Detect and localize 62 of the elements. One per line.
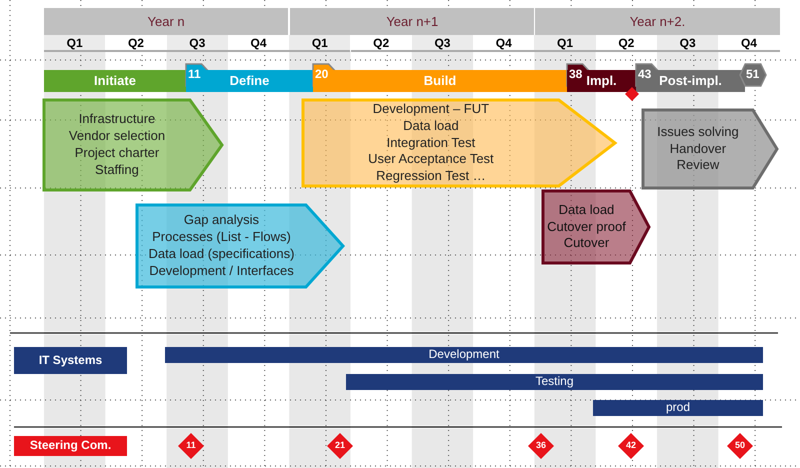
activity-text: Cutover proof [547,218,626,236]
quarter-label: Q3 [166,35,228,52]
milestone-number: 38 [569,67,582,83]
quarter-label: Q3 [412,35,474,52]
milestone-number: 11 [186,440,196,452]
milestone-diamond [528,433,554,459]
activity-text: Review [676,157,720,174]
activity-panel [303,100,615,186]
activity-text: Regression Test … [376,168,486,186]
activity-text: Cutover [564,235,610,252]
quarter-label: Q1 [534,35,596,52]
year-header: Year n [44,8,288,35]
milestone-diamond [327,433,353,459]
quarter-label: Q4 [473,35,534,52]
activity-text: Data load [558,202,614,219]
timeline-bar: prod [593,400,763,416]
milestone-number: 43 [638,67,652,83]
quarter-label: Q2 [350,35,412,52]
milestone-diamond [625,87,639,101]
milestone-number: 21 [334,440,345,452]
milestone-number: 36 [536,440,546,452]
activity-panel [643,110,777,188]
activity-text: User Acceptance Test [368,151,494,168]
activity-text: Project charter [74,145,160,162]
row-label: IT Systems [14,347,127,374]
milestone-diamond [178,433,204,459]
row-label: Steering Com. [14,436,127,456]
quarter-label: Q4 [718,35,780,52]
milestone-diamond [727,433,753,459]
activity-text: Issues solving [657,124,739,141]
milestone-number: 51 [746,67,760,83]
year-header: Year n+1 [290,8,534,35]
milestone-number: 50 [734,440,745,452]
activity-text: Development – FUT [372,100,490,118]
quarter-label: Q1 [44,35,106,52]
activity-text: Handover [670,140,726,158]
activity-text: Staffing [95,162,139,179]
activity-text: Vendor selection [68,128,166,145]
activity-text: Processes (List - Flows) [152,229,291,246]
quarter-label: Q2 [105,35,167,52]
activity-panel [44,100,222,190]
phase-bar: Initiate [44,70,186,92]
quarter-label: Q2 [596,35,657,52]
activity-panel [543,191,649,263]
year-header: Year n+2. [535,8,780,35]
activity-text: Data load (specifications) [148,246,294,263]
activity-panel [137,205,343,287]
activity-text: Development / Interfaces [149,262,294,280]
quarter-label: Q3 [657,35,718,52]
activity-text: Gap analysis [184,212,260,230]
milestone-flag [740,64,766,86]
activity-text: Infrastructure [78,111,156,128]
timeline-bar: Testing [346,374,763,390]
timeline-bar: Development [165,347,763,363]
quarter-label: Q1 [289,35,350,52]
milestone-number: 42 [626,440,636,452]
quarter-label: Q4 [228,35,290,52]
activity-text: Integration Test [386,134,476,152]
activity-text: Data load [403,118,459,135]
milestone-number: 20 [315,67,328,83]
milestone-number: 11 [188,67,201,83]
milestone-diamond [618,433,644,459]
